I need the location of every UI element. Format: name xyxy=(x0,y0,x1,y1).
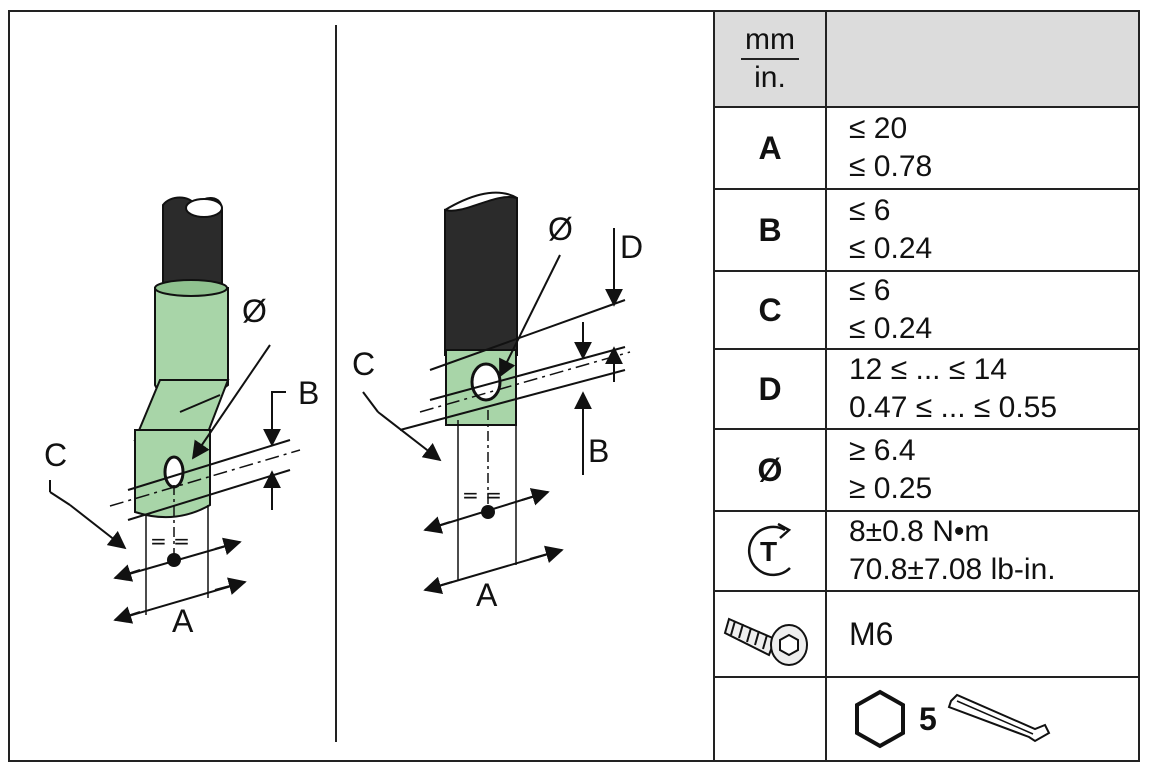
row-in: 0.47 ≤ ... ≤ 0.55 xyxy=(849,391,1058,424)
spec-row-phi: Ø ≥ 6.4 ≥ 0.25 xyxy=(713,428,1140,512)
svg-text:= =: = = xyxy=(462,483,502,507)
svg-text:= =: = = xyxy=(150,529,190,553)
label-phi: Ø xyxy=(242,293,267,329)
spec-row-b: B ≤ 6 ≤ 0.24 xyxy=(713,188,1140,272)
screw-row: M6 xyxy=(713,590,1140,678)
screw-icon xyxy=(723,617,808,666)
row-in: ≤ 0.24 xyxy=(849,312,933,345)
row-in: ≥ 0.25 xyxy=(849,472,933,505)
spec-row-c: C ≤ 6 ≤ 0.24 xyxy=(713,270,1140,350)
row-mm: ≤ 20 xyxy=(849,112,908,145)
lug-hole xyxy=(163,455,185,489)
label-b: B xyxy=(588,433,609,469)
torque-row: T 8±0.8 N•m 70.8±7.08 lb-in. xyxy=(713,510,1140,592)
row-mm: ≤ 6 xyxy=(849,194,891,227)
hex-key-icon xyxy=(947,693,1051,743)
label-a: A xyxy=(172,603,194,639)
torque-nm: 8±0.8 N•m xyxy=(849,515,990,548)
torque-lbin: 70.8±7.08 lb-in. xyxy=(849,553,1056,586)
row-key: C xyxy=(713,270,827,350)
row-mm: ≥ 6.4 xyxy=(849,434,916,467)
label-a: A xyxy=(476,577,498,613)
label-phi: Ø xyxy=(548,211,573,247)
label-d: D xyxy=(620,229,643,265)
label-c: C xyxy=(352,346,375,382)
round-cable-lug: = = Ø B C A xyxy=(44,196,319,639)
lug-barrel xyxy=(154,287,229,397)
screw-size: M6 xyxy=(825,590,1140,678)
cable-end xyxy=(185,198,223,218)
spec-row-d: D 12 ≤ ... ≤ 14 0.47 ≤ ... ≤ 0.55 xyxy=(713,348,1140,430)
row-key: D xyxy=(713,348,827,430)
row-mm: 12 ≤ ... ≤ 14 xyxy=(849,353,1008,386)
bar-body xyxy=(444,196,518,356)
unit-in: in. xyxy=(754,61,786,94)
units-row: mm in. xyxy=(713,10,1140,108)
figure-frame xyxy=(8,10,1140,762)
row-key: Ø xyxy=(713,428,827,512)
row-in: ≤ 0.24 xyxy=(849,232,933,265)
label-c: C xyxy=(44,437,67,473)
label-b: B xyxy=(298,375,319,411)
spec-table: mm in. A ≤ 20 ≤ 0.78 B ≤ 6 ≤ 0.24 C ≤ 6 ≤ 0… xyxy=(713,10,1140,762)
lug-diagram: = = Ø B C A = = Ø D B C xyxy=(44,25,643,742)
tool-row: 5 xyxy=(713,676,1140,762)
row-in: ≤ 0.78 xyxy=(849,150,933,183)
row-key: A xyxy=(713,106,827,190)
hex-socket-icon xyxy=(855,689,905,749)
units-label: mm in. xyxy=(741,22,799,96)
unit-mm: mm xyxy=(741,22,799,60)
row-mm: ≤ 6 xyxy=(849,274,891,307)
row-key: B xyxy=(713,188,827,272)
flat-bar-lug: = = Ø D B C A xyxy=(352,191,643,613)
spec-row-a: A ≤ 20 ≤ 0.78 xyxy=(713,106,1140,190)
torque-icon: T xyxy=(747,522,792,577)
tool-size: 5 xyxy=(919,701,937,737)
torque-icon-letter: T xyxy=(760,536,777,567)
